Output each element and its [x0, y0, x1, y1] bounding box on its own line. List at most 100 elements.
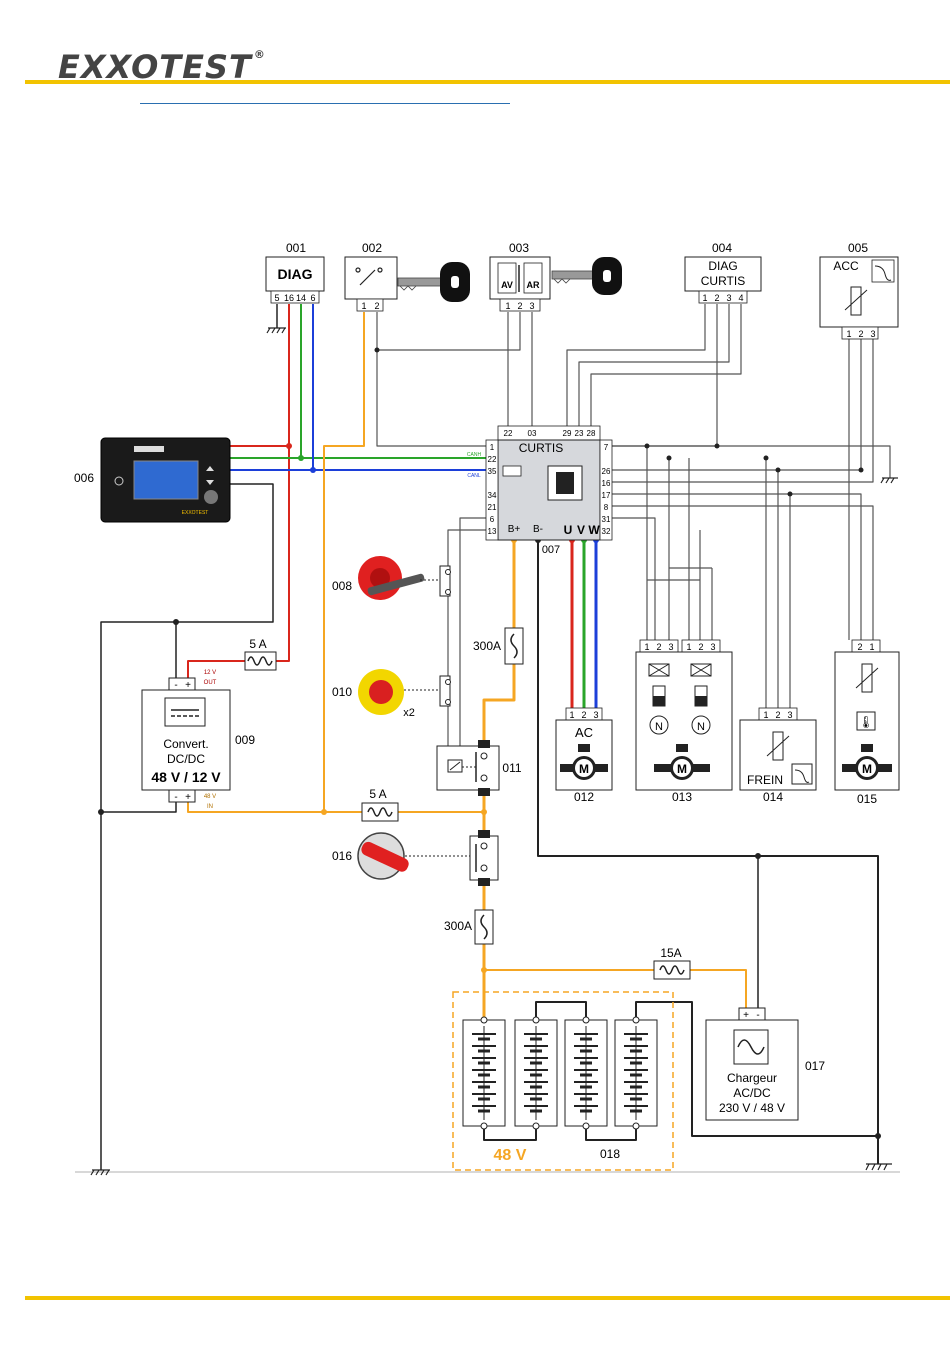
curtis-left-pin-1: 22	[488, 455, 497, 464]
id-002: 002	[362, 241, 382, 255]
wire-gray-r2	[605, 505, 874, 640]
pin-013-5: 3	[710, 642, 715, 652]
component-011-contactor: 011	[436, 740, 522, 796]
id-016: 016	[332, 849, 352, 863]
curtis-left-pin-0: 1	[490, 443, 495, 452]
ground-icon-curtis	[880, 477, 898, 484]
fuse-label-5: 15A	[660, 946, 681, 960]
footer-divider	[25, 1296, 950, 1300]
wire-power-15a-b	[690, 969, 747, 1010]
fuse-300a-bottom: 300A	[444, 909, 494, 945]
pin-013-2: 3	[668, 642, 673, 652]
curtis-top-pin-4: 28	[587, 429, 596, 438]
wire-gray-r1	[605, 493, 862, 640]
id-003: 003	[509, 241, 529, 255]
wire-black-bminus	[537, 540, 879, 1137]
curtis-w: W	[588, 523, 600, 537]
thermometer-icon: 🌡	[858, 715, 873, 729]
pin-012-2: 3	[593, 710, 598, 720]
dcdc-label-2: DC/DC	[167, 752, 205, 766]
switch-symbol-icon	[355, 267, 383, 286]
pin-004-1: 2	[714, 293, 719, 303]
curtis-id: 007	[542, 544, 560, 556]
label-001: DIAG	[278, 266, 313, 282]
pin-005-1: 2	[858, 329, 863, 339]
fuse-label-4: 300A	[444, 919, 472, 933]
wire-red-12v	[276, 446, 290, 662]
pin-012-1: 2	[581, 710, 586, 720]
wire-gray-key	[376, 312, 486, 447]
wire-orange-key	[187, 312, 365, 813]
wire-gray-004-3	[578, 304, 730, 426]
label-003-ar: AR	[527, 280, 540, 290]
component-014-brake: 1 2 3 FREIN 014	[739, 707, 817, 804]
fuse-5a-top: 5 A	[244, 637, 277, 671]
pin-014-0: 1	[763, 710, 768, 720]
id-014: 014	[763, 790, 783, 804]
curtis-right-pin-2: 16	[602, 479, 611, 488]
dcdc-in-label-1: 48 V	[204, 794, 216, 800]
pin-001-0: 5	[274, 293, 279, 303]
curtis-top-pin-0: 22	[504, 429, 513, 438]
id-004: 004	[712, 241, 732, 255]
title-underline	[140, 103, 510, 104]
pin-001-3: 6	[310, 293, 315, 303]
id-010: 010	[332, 685, 352, 699]
component-007-curtis: 22 03 29 23 28 CURTIS B+ B- U V W 007 CA…	[467, 425, 613, 556]
id-013: 013	[672, 790, 692, 804]
wire-green-canh	[300, 304, 486, 459]
wire-gray-004-2	[605, 304, 718, 447]
pin-015-0: 2	[857, 642, 862, 652]
curtis-top-pin-1: 03	[528, 429, 537, 438]
curtis-top-pin-2: 29	[563, 429, 572, 438]
curtis-bminus: B-	[533, 524, 543, 535]
logo-text: EXXOTEST	[58, 48, 252, 86]
label-012: AC	[575, 725, 593, 740]
component-002-key-switch: 002 1 2	[344, 241, 470, 312]
motor-012-letter: M	[579, 762, 589, 776]
header: EXXOTEST®	[0, 0, 950, 104]
wire-gray-004-4	[590, 304, 742, 426]
neutral-013-b: N	[697, 721, 705, 733]
wire-power-bplus-2	[482, 664, 516, 746]
pin-015-1: 1	[869, 642, 874, 652]
label-014: FREIN	[747, 773, 783, 787]
logo-registered-mark: ®	[253, 48, 266, 61]
wire-gray-ground-right	[605, 445, 891, 478]
curtis-top-pin-3: 23	[575, 429, 584, 438]
svg-text:+: +	[185, 792, 191, 803]
curtis-left-pin-2: 35	[488, 467, 497, 476]
curtis-left-pin-3: 34	[488, 491, 497, 500]
svg-text:+: +	[743, 1010, 749, 1021]
curtis-right-pin-4: 8	[604, 503, 609, 512]
fuse-5a-bottom: 5 A	[361, 787, 399, 822]
svg-text:+: +	[185, 680, 191, 691]
svg-text:-: -	[174, 792, 177, 803]
component-003-direction-switch: 003 AV AR 1 2 3	[489, 241, 622, 312]
pin-014-2: 3	[787, 710, 792, 720]
wire-gray-005-3	[605, 337, 874, 483]
curtis-left-pin-6: 13	[488, 527, 497, 536]
pin-013-4: 2	[698, 642, 703, 652]
label-004-1: DIAG	[708, 259, 737, 273]
curtis-left-pin-4: 21	[488, 503, 497, 512]
dcdc-in-label-2: IN	[207, 804, 213, 810]
svg-text:-: -	[756, 1010, 759, 1021]
id-018: 018	[600, 1147, 620, 1161]
label-005: ACC	[833, 259, 859, 273]
component-017-charger: + - Chargeur AC/DC 230 V / 48 V 017	[705, 1007, 825, 1121]
wires	[75, 304, 900, 1173]
id-015: 015	[857, 792, 877, 806]
pin-004-3: 4	[738, 293, 743, 303]
ground-icon	[266, 327, 286, 334]
pin-013-3: 1	[686, 642, 691, 652]
id-009: 009	[235, 733, 255, 747]
wire-black-hmi-dcdc	[175, 483, 274, 680]
motor-013-letter: M	[677, 762, 687, 776]
fuse-15a: 15A	[653, 946, 691, 980]
wire-gray-004-1	[566, 304, 706, 426]
label-003-av: AV	[501, 280, 513, 290]
dcdc-out-label-1: 12 V	[204, 670, 216, 676]
wire-batt-3-4	[585, 1126, 637, 1141]
key-icon	[397, 262, 470, 302]
